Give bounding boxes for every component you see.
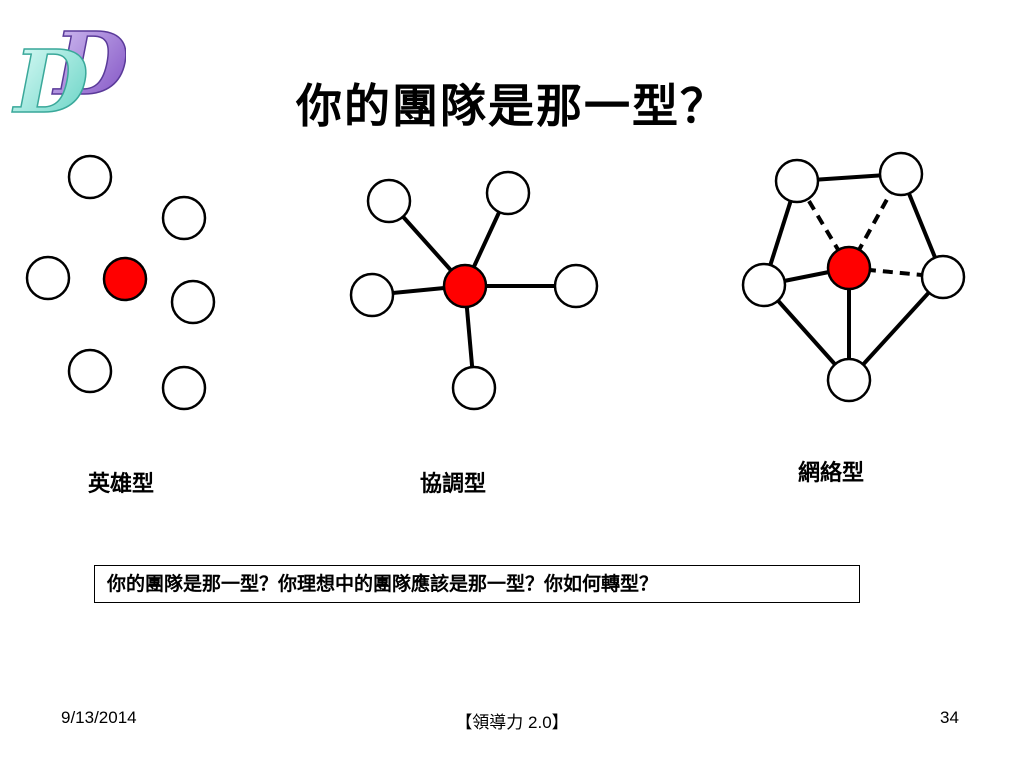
hero-node — [67, 154, 113, 200]
dd-logo: D D — [10, 14, 126, 118]
coordination-node — [349, 272, 395, 318]
network-node — [920, 254, 966, 300]
footer-title: 【領導力 2.0】 — [455, 713, 569, 732]
coordination-diagram — [349, 170, 599, 411]
coordination-node — [485, 170, 531, 216]
network-node — [878, 151, 924, 197]
question-box: 你的團隊是那一型？你理想中的團隊應該是那一型？你如何轉型？ — [94, 565, 860, 603]
network-node — [774, 158, 820, 204]
network-type-label: 網絡型 — [798, 460, 865, 486]
coordination-node — [553, 263, 599, 309]
page-number: 34 — [940, 708, 959, 727]
network-node — [741, 262, 787, 308]
hero-center-node — [102, 256, 148, 302]
hero-type-label: 英雄型 — [88, 471, 155, 497]
footer-date: 9/13/2014 — [61, 708, 137, 727]
coordination-node — [366, 178, 412, 224]
network-link — [847, 275, 945, 382]
coordination-center-node — [442, 263, 488, 309]
hero-node — [161, 365, 207, 411]
network-node — [826, 357, 872, 403]
coordination-node — [451, 365, 497, 411]
svg-text:D: D — [51, 14, 126, 115]
hero-node — [25, 255, 71, 301]
slide-title: 你的團隊是那一型？ — [296, 79, 728, 133]
hero-node — [170, 279, 216, 325]
hero-diagram — [25, 154, 216, 411]
hero-node — [67, 348, 113, 394]
network-center-node — [826, 245, 872, 291]
coordination-type-label: 協調型 — [420, 471, 487, 497]
network-diagram — [741, 151, 966, 403]
hero-node — [161, 195, 207, 241]
svg-text:D: D — [11, 32, 89, 118]
